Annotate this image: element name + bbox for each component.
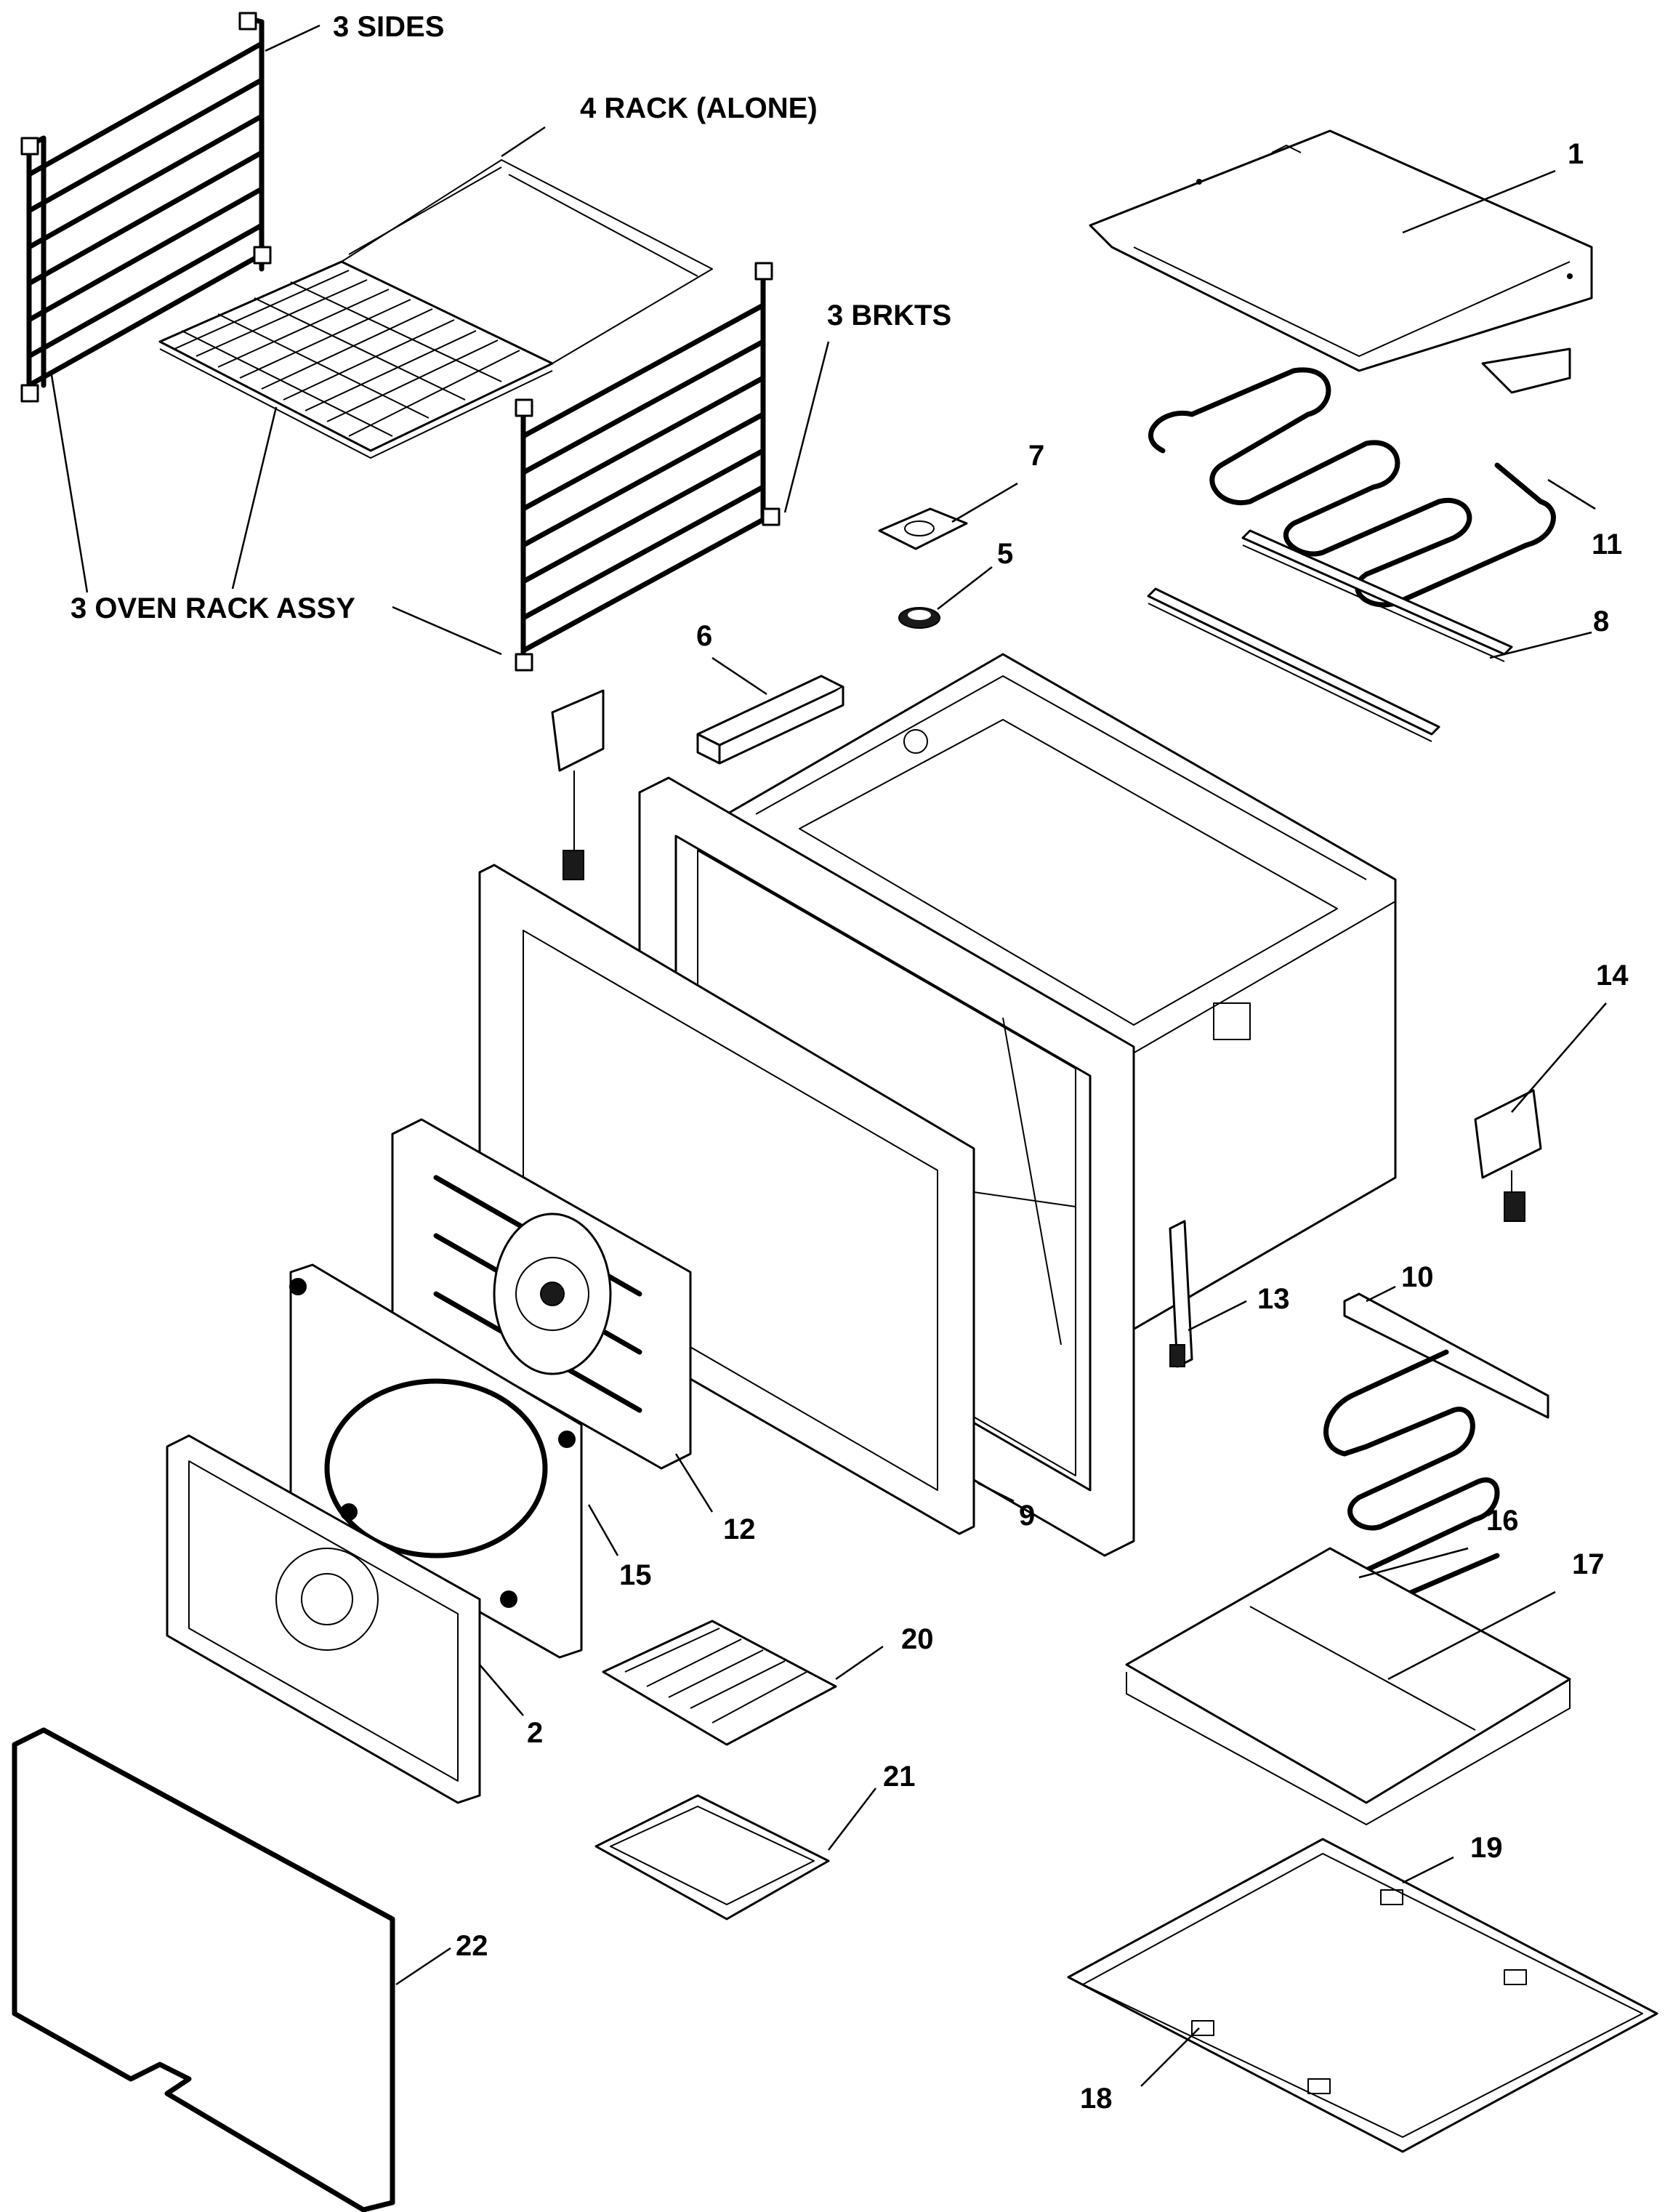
label-16: 16 [1486, 1505, 1519, 1537]
bottom-panel [1067, 1838, 1658, 2153]
broil-pan [594, 1794, 830, 1921]
label-18: 18 [1080, 2083, 1113, 2115]
label-5: 5 [997, 538, 1013, 570]
oven-sensor [1169, 1220, 1193, 1368]
label-17: 17 [1572, 1548, 1605, 1580]
control-box-right [1474, 1089, 1542, 1222]
label-9: 9 [1019, 1500, 1035, 1532]
label-8: 8 [1593, 606, 1609, 638]
broil-element [1148, 347, 1571, 608]
callout-labels: 3 SIDES 4 RACK (ALONE) 1 3 BRKTS 7 11 5 … [70, 11, 1629, 2115]
top-bracket [696, 675, 844, 765]
label-21: 21 [883, 1761, 916, 1793]
label-22: 22 [456, 1930, 488, 1962]
convection-fan-assembly [391, 1118, 692, 1470]
label-14: 14 [1596, 960, 1629, 992]
label-2: 2 [527, 1717, 543, 1749]
label-12: 12 [723, 1513, 756, 1545]
label-13: 13 [1257, 1283, 1290, 1315]
support-angle-upper [1241, 529, 1513, 662]
label-1: 1 [1568, 138, 1584, 170]
vent-gasket [878, 507, 968, 550]
label-3-sides: 3 SIDES [333, 11, 444, 43]
label-15: 15 [619, 1559, 652, 1591]
label-3-oven-rack-assy: 3 OVEN RACK ASSY [70, 592, 355, 624]
control-box-left [551, 689, 605, 880]
bake-element [1323, 1292, 1549, 1609]
label-11: 11 [1592, 528, 1622, 560]
label-19: 19 [1470, 1832, 1503, 1864]
door-gasket [12, 1727, 395, 2212]
label-20: 20 [901, 1623, 934, 1655]
broil-pan-grid [602, 1620, 837, 1746]
rack-side-right [515, 262, 781, 672]
top-panel [1089, 129, 1593, 372]
vent-grommet [898, 607, 940, 629]
label-3-brkts: 3 BRKTS [827, 299, 951, 331]
leader-lines [49, 24, 1607, 2087]
label-6: 6 [696, 620, 712, 652]
support-angle-lower [1147, 587, 1440, 742]
label-7: 7 [1028, 440, 1044, 472]
label-4-rack-alone: 4 RACK (ALONE) [580, 92, 818, 124]
bottom-tray [1125, 1547, 1571, 1825]
rack-side-left [20, 12, 272, 403]
oven-rack [158, 159, 713, 459]
fan-shield [289, 1263, 583, 1659]
back-panel [166, 1434, 481, 1804]
label-10: 10 [1401, 1261, 1434, 1293]
